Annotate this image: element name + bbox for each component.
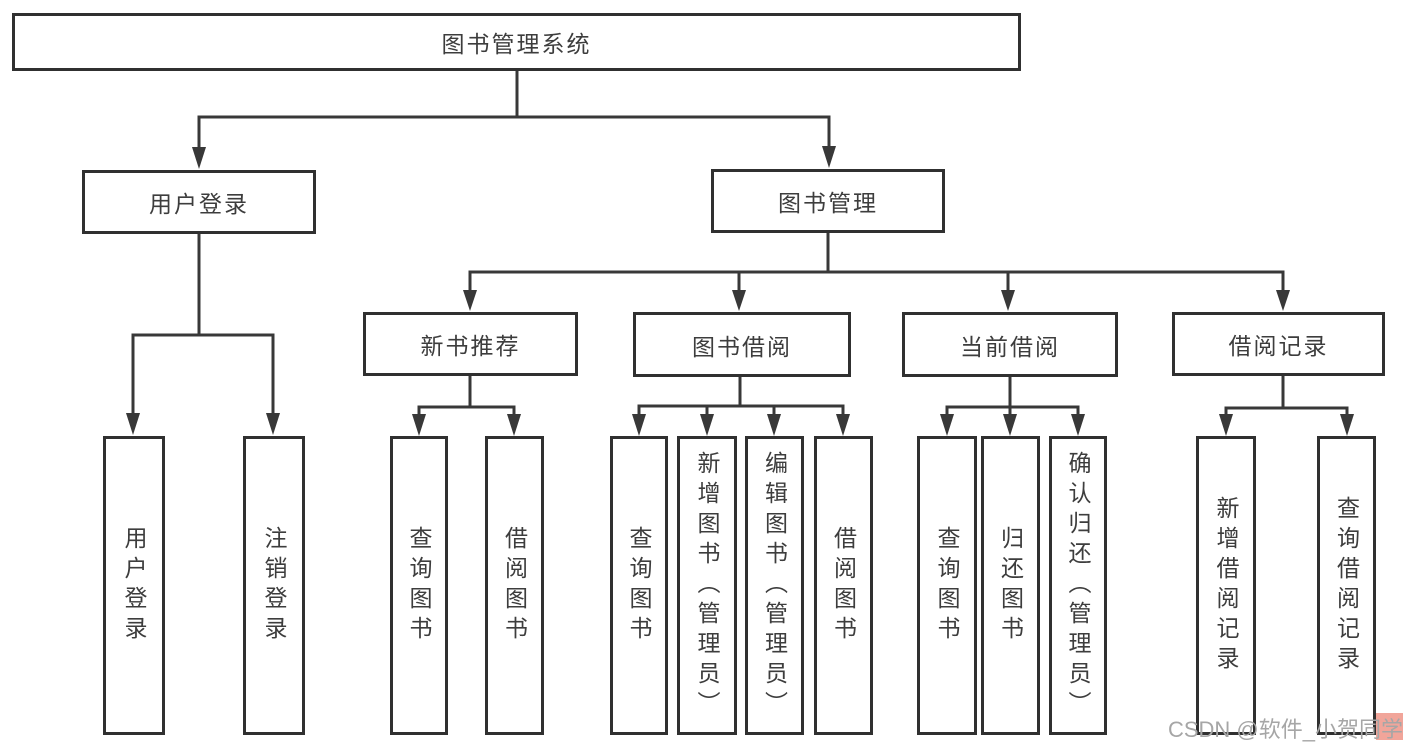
node-root: 图书管理系统 [12, 13, 1021, 71]
leaf-logout: 注销登录 [243, 436, 305, 735]
node-book-borrow: 图书借阅 [633, 312, 851, 377]
leaf-borrow-books-recommend: 借阅图书 [485, 436, 544, 735]
leaf-query-borrow-record: 查询借阅记录 [1317, 436, 1376, 735]
node-borrow-records: 借阅记录 [1172, 312, 1385, 376]
leaf-return-books: 归还图书 [981, 436, 1040, 735]
leaf-edit-book-admin: 编辑图书（管理员） [745, 436, 804, 735]
leaf-borrow-books: 借阅图书 [814, 436, 873, 735]
leaf-confirm-return-admin: 确认归还（管理员） [1049, 436, 1107, 735]
leaf-add-borrow-record: 新增借阅记录 [1196, 436, 1256, 735]
leaf-query-books-recommend: 查询图书 [390, 436, 448, 735]
node-user-login: 用户登录 [82, 170, 316, 234]
leaf-add-book-admin: 新增图书（管理员） [677, 436, 737, 735]
leaf-user-login: 用户登录 [103, 436, 165, 735]
leaf-query-books-current: 查询图书 [917, 436, 977, 735]
watermark-text: CSDN @软件_小贺同学 [1167, 717, 1403, 742]
node-new-book-recommend: 新书推荐 [363, 312, 578, 376]
node-book-management: 图书管理 [711, 169, 945, 233]
watermark-highlight [1376, 713, 1403, 740]
arrowheads [126, 146, 1354, 436]
leaf-query-books-borrow: 查询图书 [610, 436, 668, 735]
node-current-borrow: 当前借阅 [902, 312, 1118, 377]
